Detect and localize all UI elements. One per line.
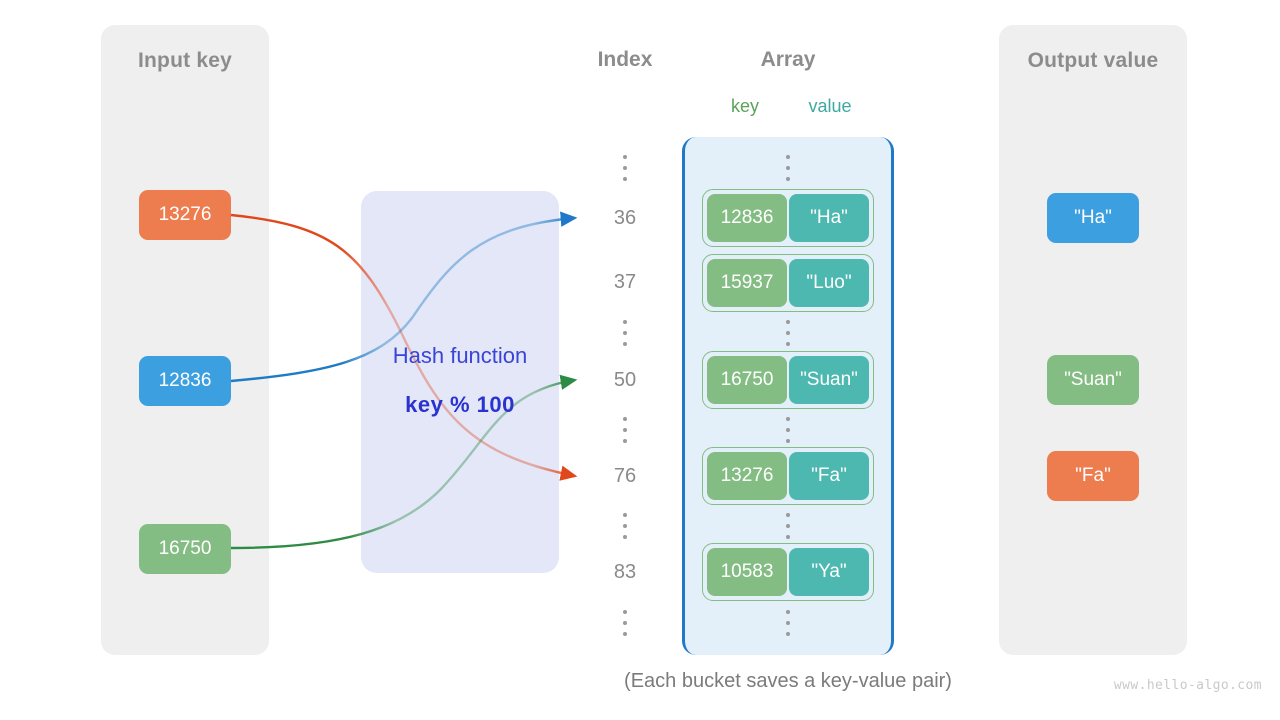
index-label-36: 36: [613, 207, 637, 229]
bucket-value-luo: "Luo": [789, 259, 869, 307]
output-value-box-fa: "Fa": [1047, 451, 1139, 501]
index-column-title: Index: [597, 48, 653, 71]
bucket-76: 13276 "Fa": [702, 447, 874, 505]
array-ellipsis-3: [781, 513, 795, 539]
input-key-box-13276: 13276: [139, 190, 231, 240]
output-value-box-suan: "Suan": [1047, 355, 1139, 405]
array-ellipsis-1: [781, 320, 795, 346]
bucket-value-fa: "Fa": [789, 452, 869, 500]
index-ellipsis-top: [618, 155, 632, 181]
bucket-key-10583: 10583: [707, 548, 787, 596]
bucket-36: 12836 "Ha": [702, 189, 874, 247]
array-ellipsis-bottom: [781, 610, 795, 636]
bucket-value-suan: "Suan": [789, 356, 869, 404]
key-column-label: key: [730, 96, 759, 116]
index-ellipsis-2: [618, 417, 632, 443]
index-ellipsis-bottom: [618, 610, 632, 636]
index-label-76: 76: [613, 465, 637, 487]
bucket-value-ya: "Ya": [789, 548, 869, 596]
output-value-panel-title: Output value: [1027, 49, 1159, 72]
site-watermark: www.hello-algo.com: [1113, 678, 1262, 693]
value-column-label: value: [808, 96, 852, 116]
output-value-panel: Output value: [999, 25, 1187, 655]
hash-function-formula: key % 100: [405, 392, 515, 417]
bucket-83: 10583 "Ya": [702, 543, 874, 601]
bucket-key-13276: 13276: [707, 452, 787, 500]
diagram-caption: (Each bucket saves a key-value pair): [624, 670, 952, 692]
array-ellipsis-top: [781, 155, 795, 181]
hash-function-label: Hash function: [392, 343, 528, 368]
index-ellipsis-3: [618, 513, 632, 539]
bucket-key-12836: 12836: [707, 194, 787, 242]
index-label-37: 37: [613, 271, 637, 293]
input-key-box-12836: 12836: [139, 356, 231, 406]
bucket-key-16750: 16750: [707, 356, 787, 404]
index-label-50: 50: [613, 369, 637, 391]
index-label-83: 83: [613, 561, 637, 583]
output-value-box-ha: "Ha": [1047, 193, 1139, 243]
bucket-50: 16750 "Suan": [702, 351, 874, 409]
input-key-box-16750: 16750: [139, 524, 231, 574]
bucket-key-15937: 15937: [707, 259, 787, 307]
hash-function-box: [361, 191, 559, 573]
input-key-panel-title: Input key: [138, 49, 232, 72]
array-column-title: Array: [760, 48, 816, 71]
array-ellipsis-2: [781, 417, 795, 443]
bucket-37: 15937 "Luo": [702, 254, 874, 312]
index-ellipsis-1: [618, 320, 632, 346]
bucket-value-ha: "Ha": [789, 194, 869, 242]
